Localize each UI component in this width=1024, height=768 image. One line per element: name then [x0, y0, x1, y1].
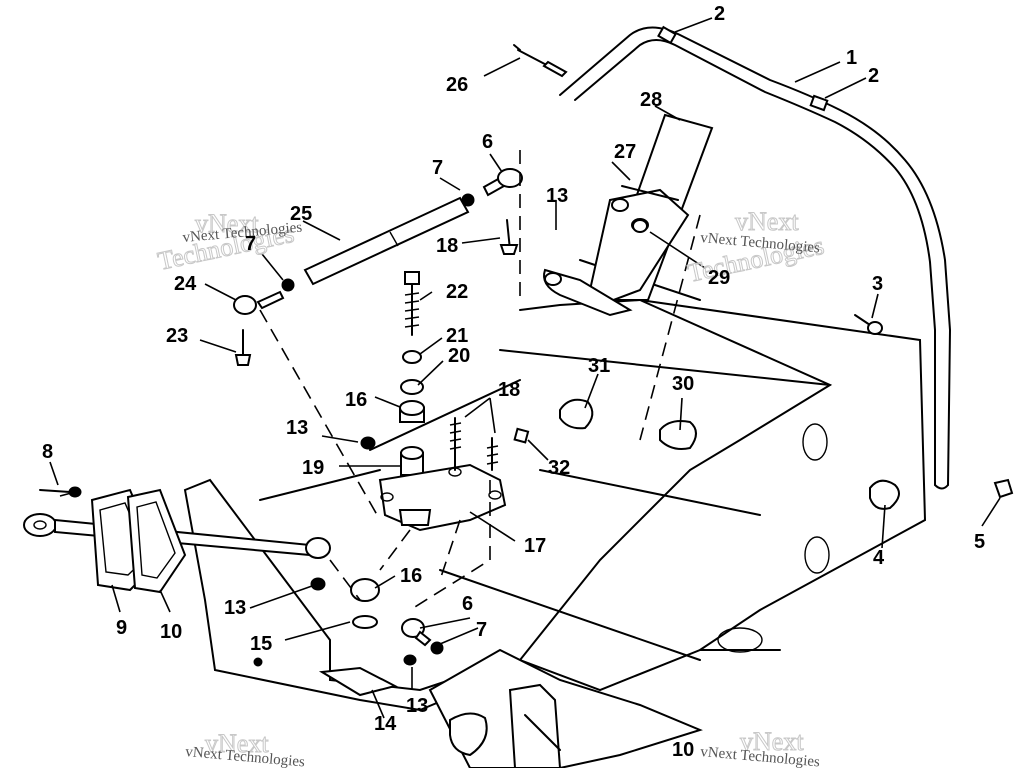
callout-24: 24 — [174, 273, 197, 295]
callout-10b: 10 — [672, 739, 694, 761]
chassis-frame — [183, 259, 927, 768]
callout-labels: 1 2 2 3 4 5 6 6 7 7 7 8 9 10 10 13 13 13… — [42, 3, 985, 761]
callout-13c: 13 — [224, 597, 246, 619]
callout-10a: 10 — [160, 621, 182, 643]
callout-3: 3 — [872, 273, 883, 295]
callout-4: 4 — [873, 547, 885, 569]
lower-linkage — [23, 486, 444, 697]
callout-21: 21 — [446, 325, 468, 347]
callout-7b: 7 — [245, 233, 256, 255]
callout-31: 31 — [588, 355, 610, 377]
callout-13a: 13 — [546, 185, 568, 207]
callout-14: 14 — [374, 713, 397, 735]
callout-9: 9 — [116, 617, 127, 639]
callout-28: 28 — [640, 89, 662, 111]
callout-16a: 16 — [345, 389, 367, 411]
callout-18a: 18 — [498, 379, 520, 401]
callout-2b: 2 — [868, 65, 879, 87]
callout-19: 19 — [302, 457, 324, 479]
callout-5: 5 — [974, 531, 985, 553]
callout-15: 15 — [250, 633, 272, 655]
bracket-plate — [378, 417, 507, 532]
assembly-guide-lines — [259, 150, 701, 611]
callout-16b: 16 — [400, 565, 422, 587]
pivot-stack — [360, 271, 425, 476]
steering-bar — [559, 25, 951, 490]
watermark-big-top: vNext — [195, 209, 259, 238]
callout-25: 25 — [290, 203, 312, 225]
callout-8: 8 — [42, 441, 53, 463]
callout-13b: 13 — [286, 417, 308, 439]
callout-29: 29 — [708, 267, 730, 289]
callout-1: 1 — [846, 47, 857, 69]
callout-32: 32 — [548, 457, 570, 479]
callout-18b: 18 — [436, 235, 458, 257]
callout-2a: 2 — [714, 3, 725, 25]
watermark-big-top: vNext — [740, 727, 804, 756]
callout-13d: 13 — [406, 695, 428, 717]
callout-26: 26 — [446, 74, 468, 96]
leader-lines — [49, 17, 1001, 719]
callout-23: 23 — [166, 325, 188, 347]
steering-column — [543, 113, 714, 317]
callout-6a: 6 — [482, 131, 493, 153]
callout-17: 17 — [524, 535, 546, 557]
tie-rod-assembly — [233, 168, 523, 366]
callout-7a: 7 — [432, 157, 443, 179]
callout-6b: 6 — [462, 593, 473, 615]
callout-22: 22 — [446, 281, 468, 303]
callout-30: 30 — [672, 373, 694, 395]
callout-27: 27 — [614, 141, 636, 163]
callout-7c: 7 — [476, 619, 487, 641]
side-hardware — [449, 44, 1014, 757]
watermark-big-top: vNext — [205, 729, 269, 758]
callout-20: 20 — [448, 345, 470, 367]
watermark-big-top: vNext — [735, 207, 799, 236]
